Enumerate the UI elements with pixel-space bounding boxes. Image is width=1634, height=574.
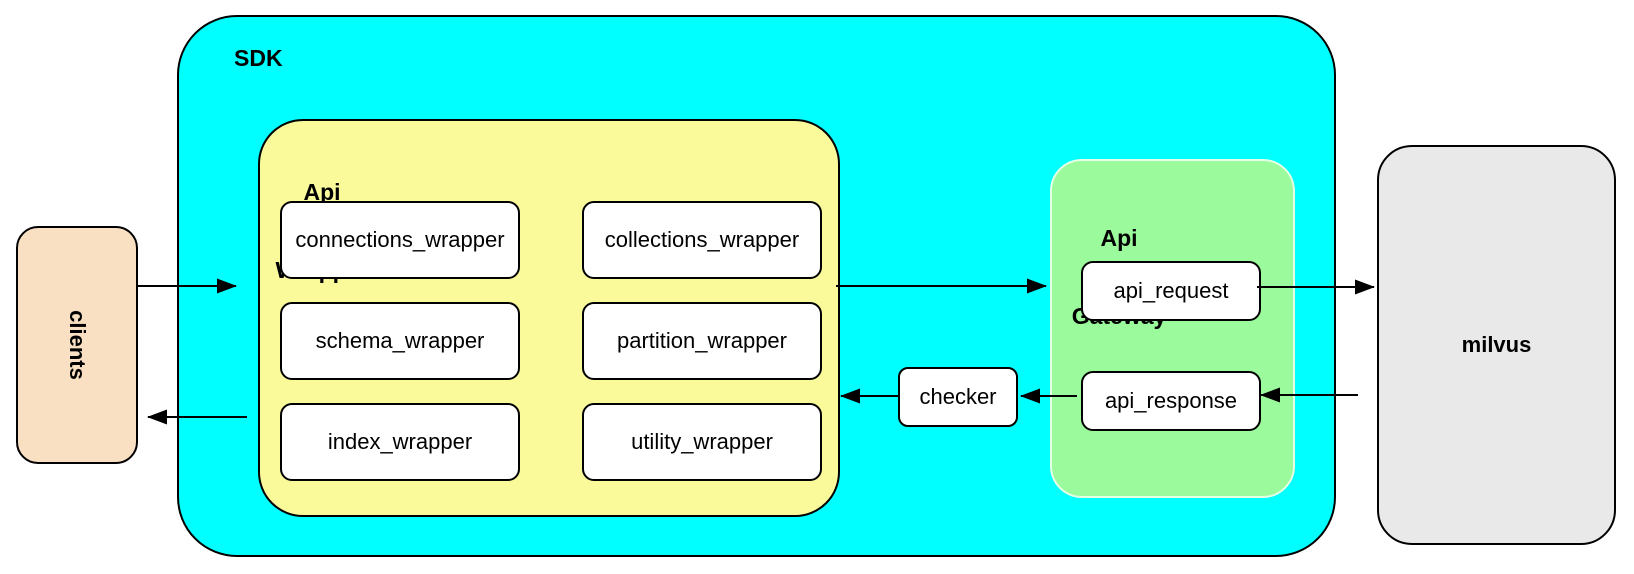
node-index-wrapper: index_wrapper — [280, 403, 520, 481]
connections-wrapper-label: connections_wrapper — [295, 227, 505, 252]
node-connections-wrapper: connections_wrapper — [280, 201, 520, 279]
index-wrapper-label: index_wrapper — [327, 429, 473, 454]
schema-wrapper-label: schema_wrapper — [315, 328, 485, 353]
node-schema-wrapper: schema_wrapper — [280, 302, 520, 380]
clients-node: clients — [16, 226, 138, 464]
api-gateway-container: Api Gateway api_request api_response — [1050, 159, 1295, 498]
milvus-label: milvus — [1461, 332, 1532, 357]
api-gateway-label-line1: Api — [1100, 225, 1138, 251]
api-wrapper-label-line1: Api — [303, 179, 341, 205]
clients-label: clients — [64, 310, 90, 380]
node-api-response: api_response — [1081, 371, 1261, 431]
api-request-label: api_request — [1113, 278, 1229, 303]
sdk-container: SDK Api Wrapper connections_wrapper coll… — [177, 15, 1336, 557]
api-wrapper-container: Api Wrapper connections_wrapper collecti… — [258, 119, 840, 517]
utility-wrapper-label: utility_wrapper — [631, 429, 773, 454]
node-checker: checker — [898, 367, 1018, 427]
collections-wrapper-label: collections_wrapper — [604, 227, 800, 252]
node-collections-wrapper: collections_wrapper — [582, 201, 822, 279]
checker-label: checker — [919, 384, 997, 409]
partition-wrapper-label: partition_wrapper — [617, 328, 787, 353]
milvus-node: milvus — [1377, 145, 1616, 545]
node-api-request: api_request — [1081, 261, 1261, 321]
node-partition-wrapper: partition_wrapper — [582, 302, 822, 380]
api-response-label: api_response — [1104, 388, 1238, 413]
node-utility-wrapper: utility_wrapper — [582, 403, 822, 481]
sdk-label: SDK — [234, 45, 283, 71]
